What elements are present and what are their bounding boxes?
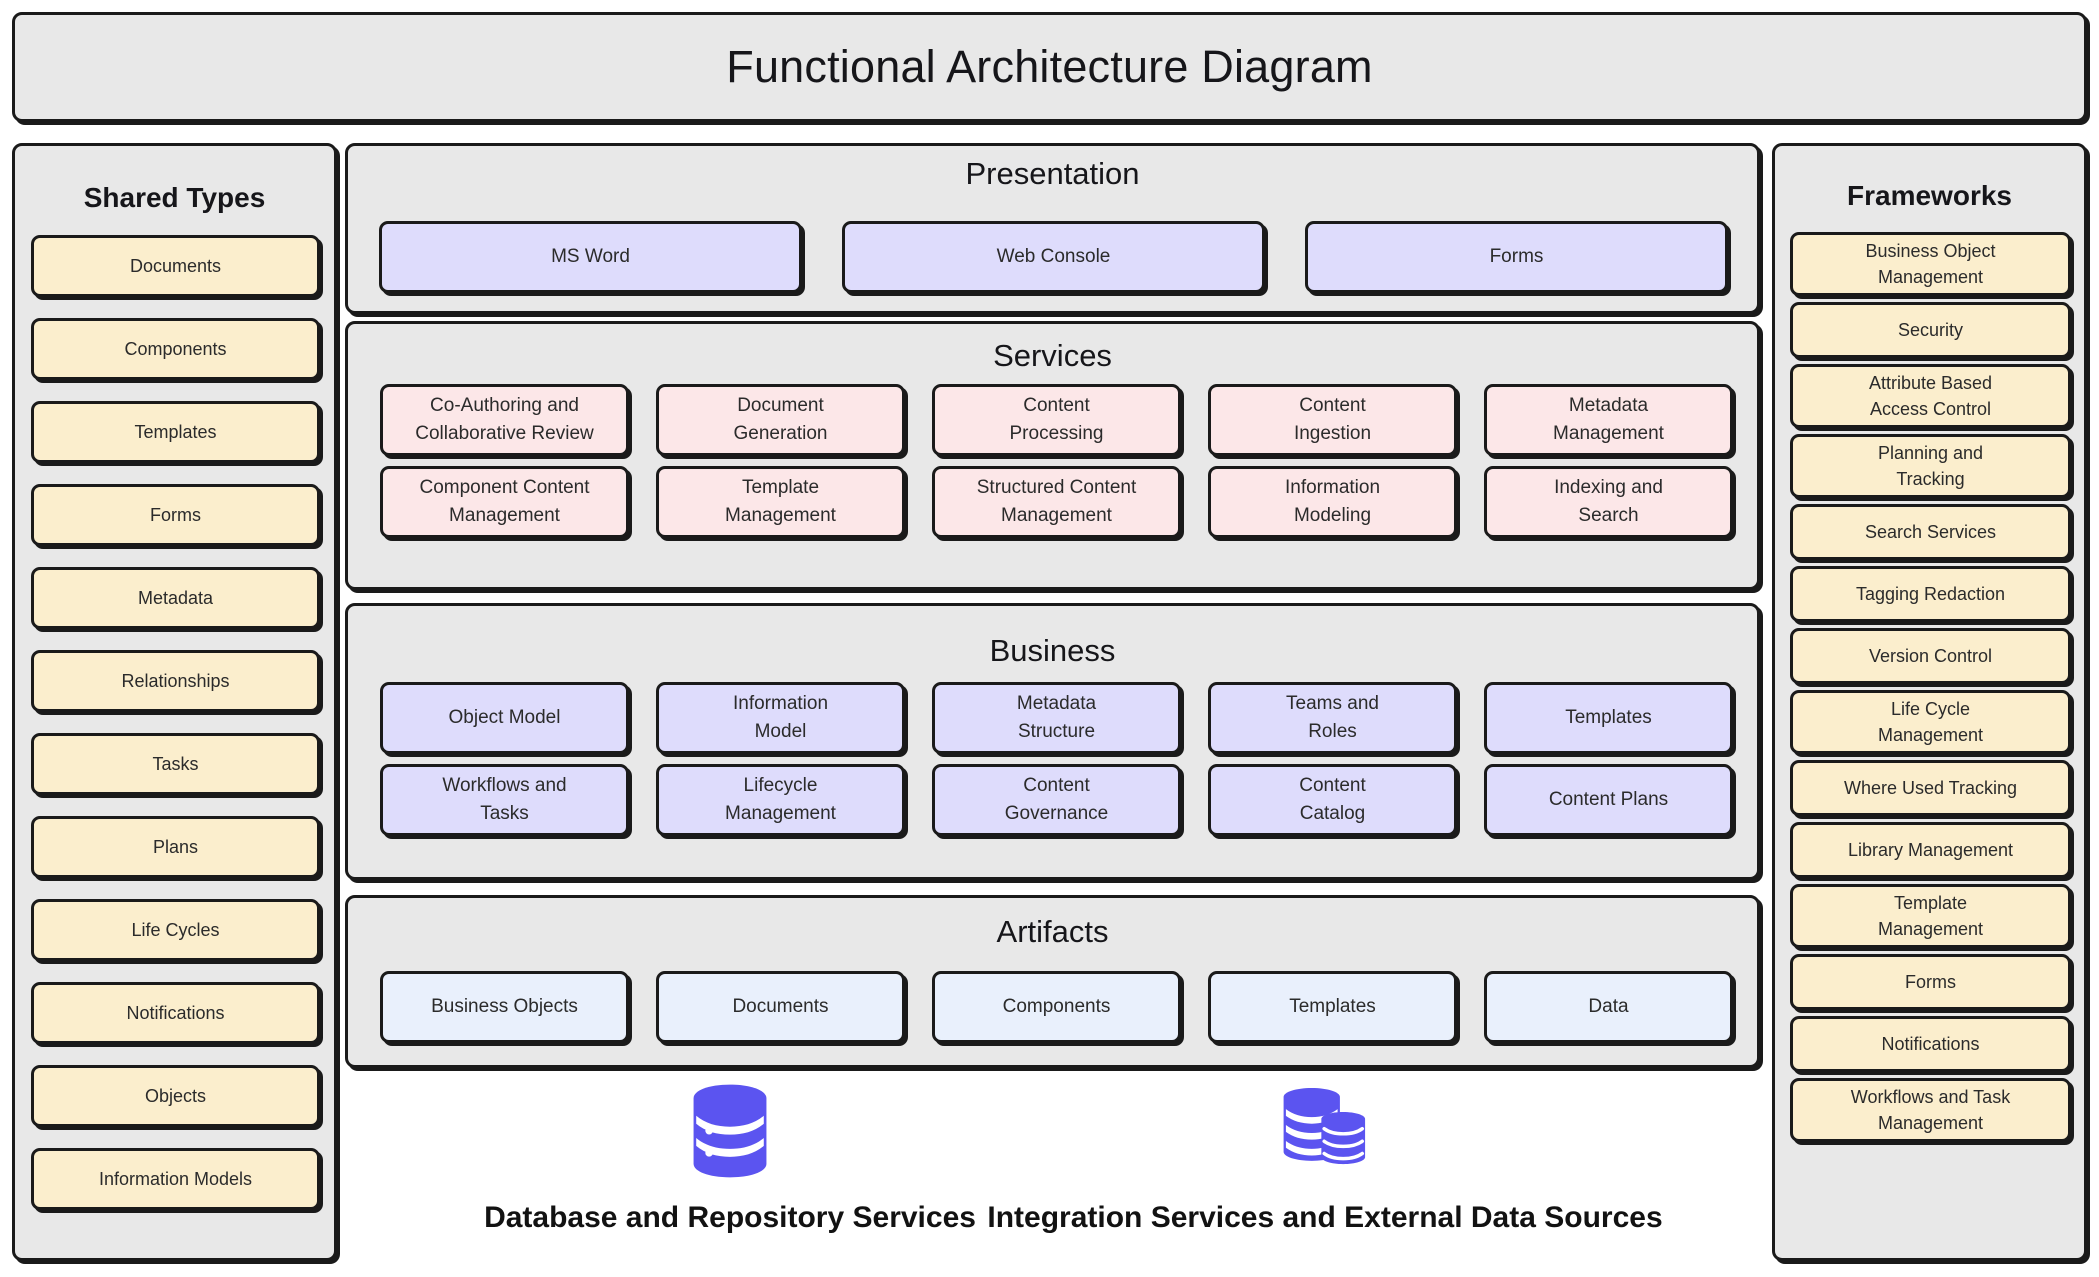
framework-workflows-and-task-management[interactable]: Workflows and Task Management <box>1790 1078 2071 1142</box>
database-icon <box>677 1078 783 1189</box>
service-content-processing[interactable]: Content Processing <box>932 384 1181 456</box>
framework-search-services[interactable]: Search Services <box>1790 504 2071 560</box>
business-workflows-and-tasks[interactable]: Workflows and Tasks <box>380 764 629 836</box>
database-and-repository-services: Database and Repository Services <box>484 1078 976 1235</box>
artifact-templates[interactable]: Templates <box>1208 971 1457 1043</box>
framework-notifications[interactable]: Notifications <box>1790 1016 2071 1072</box>
framework-forms[interactable]: Forms <box>1790 954 2071 1010</box>
page-title: Functional Architecture Diagram <box>726 41 1373 92</box>
business-teams-and-roles[interactable]: Teams and Roles <box>1208 682 1457 754</box>
service-document-generation[interactable]: Document Generation <box>656 384 905 456</box>
presentation-web-console[interactable]: Web Console <box>842 221 1265 293</box>
business-content-governance[interactable]: Content Governance <box>932 764 1181 836</box>
shared-type-tasks[interactable]: Tasks <box>31 733 320 795</box>
diagram-title-bar: Functional Architecture Diagram <box>12 12 2087 122</box>
services-title: Services <box>993 338 1112 373</box>
services-layer-panel: Services Co-Authoring and Collaborative … <box>345 321 1760 590</box>
service-co-authoring-and-collaborative-review[interactable]: Co-Authoring and Collaborative Review <box>380 384 629 456</box>
shared-type-information-models[interactable]: Information Models <box>31 1148 320 1210</box>
integration-services-label: Integration Services and External Data S… <box>987 1201 1663 1234</box>
shared-type-objects[interactable]: Objects <box>31 1065 320 1127</box>
presentation-title: Presentation <box>965 156 1140 191</box>
framework-attribute-based-access-control[interactable]: Attribute Based Access Control <box>1790 364 2071 428</box>
service-information-modeling[interactable]: Information Modeling <box>1208 466 1457 538</box>
presentation-ms-word[interactable]: MS Word <box>379 221 802 293</box>
service-content-ingestion[interactable]: Content Ingestion <box>1208 384 1457 456</box>
business-title: Business <box>989 633 1116 668</box>
framework-library-management[interactable]: Library Management <box>1790 822 2071 878</box>
presentation-forms[interactable]: Forms <box>1305 221 1728 293</box>
shared-type-components[interactable]: Components <box>31 318 320 380</box>
service-component-content-management[interactable]: Component Content Management <box>380 466 629 538</box>
service-metadata-management[interactable]: Metadata Management <box>1484 384 1733 456</box>
service-structured-content-management[interactable]: Structured Content Management <box>932 466 1181 538</box>
business-content-catalog[interactable]: Content Catalog <box>1208 764 1457 836</box>
framework-planning-and-tracking[interactable]: Planning and Tracking <box>1790 434 2071 498</box>
framework-life-cycle-management[interactable]: Life Cycle Management <box>1790 690 2071 754</box>
business-layer-panel: Business Object Model Information Model Me… <box>345 603 1760 880</box>
artifact-data[interactable]: Data <box>1484 971 1733 1043</box>
artifacts-layer-panel: Artifacts Business Objects Documents Compo… <box>345 895 1760 1068</box>
business-information-model[interactable]: Information Model <box>656 682 905 754</box>
framework-tagging-redaction[interactable]: Tagging Redaction <box>1790 566 2071 622</box>
shared-type-relationships[interactable]: Relationships <box>31 650 320 712</box>
shared-type-documents[interactable]: Documents <box>31 235 320 297</box>
integration-services-and-external-data-sources: Integration Services and External Data S… <box>987 1078 1663 1235</box>
framework-template-management[interactable]: Template Management <box>1790 884 2071 948</box>
shared-type-metadata[interactable]: Metadata <box>31 567 320 629</box>
shared-types-title: Shared Types <box>83 182 266 213</box>
framework-business-object-management[interactable]: Business Object Management <box>1790 232 2071 296</box>
framework-security[interactable]: Security <box>1790 302 2071 358</box>
shared-type-forms[interactable]: Forms <box>31 484 320 546</box>
service-template-management[interactable]: Template Management <box>656 466 905 538</box>
business-object-model[interactable]: Object Model <box>380 682 629 754</box>
framework-version-control[interactable]: Version Control <box>1790 628 2071 684</box>
artifacts-title: Artifacts <box>996 914 1109 949</box>
business-metadata-structure[interactable]: Metadata Structure <box>932 682 1181 754</box>
frameworks-title: Frameworks <box>1847 180 2012 211</box>
artifact-documents[interactable]: Documents <box>656 971 905 1043</box>
artifact-business-objects[interactable]: Business Objects <box>380 971 629 1043</box>
artifact-components[interactable]: Components <box>932 971 1181 1043</box>
shared-type-templates[interactable]: Templates <box>31 401 320 463</box>
business-templates[interactable]: Templates <box>1484 682 1733 754</box>
business-content-plans[interactable]: Content Plans <box>1484 764 1733 836</box>
multi-database-icon <box>1272 1078 1378 1189</box>
shared-type-life-cycles[interactable]: Life Cycles <box>31 899 320 961</box>
service-indexing-and-search[interactable]: Indexing and Search <box>1484 466 1733 538</box>
database-services-label: Database and Repository Services <box>484 1201 976 1234</box>
business-lifecycle-management[interactable]: Lifecycle Management <box>656 764 905 836</box>
framework-where-used-tracking[interactable]: Where Used Tracking <box>1790 760 2071 816</box>
presentation-layer-panel: Presentation MS Word Web Console Forms <box>345 143 1760 314</box>
shared-type-notifications[interactable]: Notifications <box>31 982 320 1044</box>
shared-type-plans[interactable]: Plans <box>31 816 320 878</box>
